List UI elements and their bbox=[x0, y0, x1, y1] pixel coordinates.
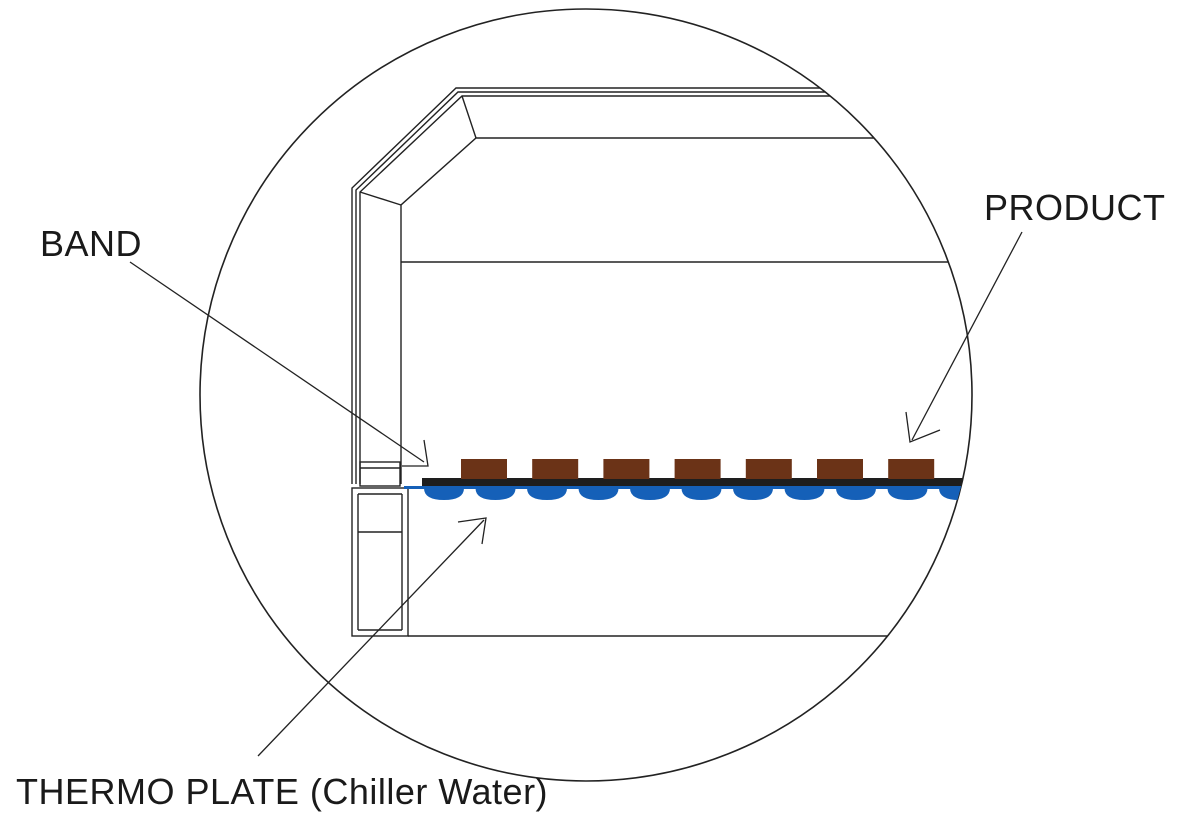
product-block bbox=[745, 459, 792, 479]
product-arrowhead bbox=[905, 411, 941, 443]
hood-inner-wall bbox=[400, 137, 900, 484]
product-block bbox=[461, 459, 507, 479]
thermo-leader-line bbox=[257, 519, 485, 757]
product-leader-line bbox=[911, 231, 1023, 441]
thermo-arrowhead bbox=[457, 517, 487, 545]
chiller-bump bbox=[527, 488, 567, 500]
band-guide-box bbox=[359, 461, 401, 487]
hood-panel-lines bbox=[359, 95, 835, 484]
product-block bbox=[817, 459, 863, 479]
chiller-bump bbox=[475, 488, 516, 500]
product-block bbox=[888, 459, 935, 479]
chiller-bump bbox=[784, 488, 825, 500]
chiller-bump bbox=[681, 488, 722, 500]
hood-miter-line bbox=[359, 191, 402, 206]
band bbox=[422, 478, 972, 487]
hood-outer-wall bbox=[351, 87, 835, 484]
band-highlight bbox=[404, 486, 972, 489]
product-label: PRODUCT bbox=[984, 187, 1166, 228]
chiller-bump bbox=[630, 488, 670, 500]
band-label: BAND bbox=[40, 223, 143, 264]
frame-column bbox=[351, 487, 409, 637]
product-block bbox=[532, 459, 579, 479]
chiller-bump bbox=[733, 488, 773, 500]
chiller-bump bbox=[424, 488, 464, 500]
thermo-plate-label: THERMO PLATE (Chiller Water) bbox=[16, 771, 549, 812]
chiller-bump bbox=[939, 488, 972, 500]
detail-circle bbox=[199, 8, 973, 782]
product-block bbox=[603, 459, 650, 479]
thermo-plate bbox=[424, 488, 972, 500]
chiller-bump bbox=[578, 488, 619, 500]
chiller-bump bbox=[887, 488, 928, 500]
product-block bbox=[674, 459, 721, 479]
band-leader-line bbox=[129, 261, 425, 463]
band-arrowhead bbox=[402, 439, 429, 467]
products bbox=[461, 459, 935, 479]
chiller-bump bbox=[836, 488, 876, 500]
hood-miter-line-2 bbox=[461, 95, 477, 139]
hood-outer-wall-inner bbox=[355, 91, 835, 484]
